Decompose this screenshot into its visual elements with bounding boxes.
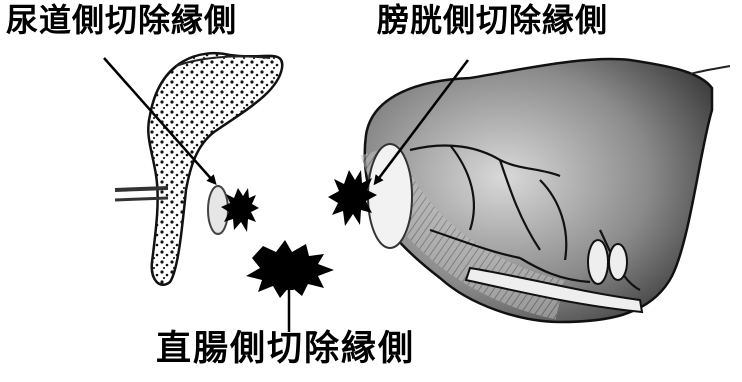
rectal-margin-label: 直腸側切除縁側 — [156, 332, 415, 367]
urethral-margin-label: 尿道側切除縁側 — [6, 4, 237, 36]
bladder-specimen — [365, 59, 730, 322]
bladder-margin-label: 膀胱側切除縁側 — [377, 4, 608, 36]
margin-markers — [221, 170, 377, 298]
left-specimen-structure — [115, 53, 282, 285]
